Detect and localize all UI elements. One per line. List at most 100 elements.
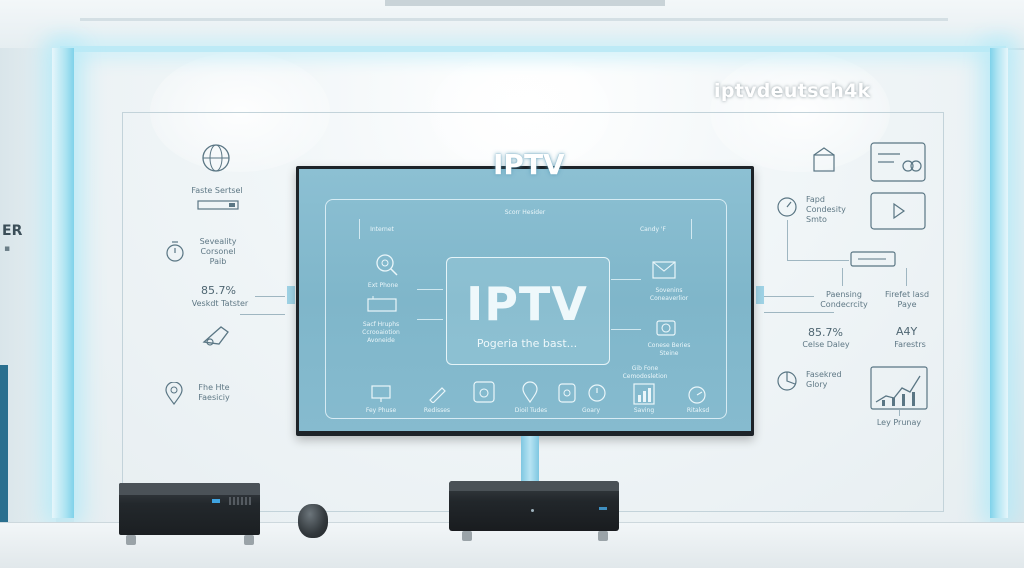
screen-bottom-item-4: Goary xyxy=(581,407,600,414)
connector-line xyxy=(255,296,285,297)
hand-device-icon xyxy=(202,326,229,346)
screen-connector xyxy=(417,289,443,290)
screen-connector xyxy=(691,219,692,239)
wall-label-left-2: Seveality Corsonel Paib xyxy=(199,237,237,266)
wall-stat-left: 85.7% xyxy=(201,284,236,297)
wall-label-right-1: Fapd Condesity Smto xyxy=(806,195,846,224)
monitor-icon xyxy=(371,385,391,402)
speedometer-icon xyxy=(688,386,706,404)
connector-line xyxy=(764,312,834,313)
bar-chart-icon xyxy=(633,383,655,405)
receiver-lid xyxy=(449,481,619,491)
side-panel-text: ER xyxy=(2,223,23,239)
television: Scorr Hesider Internet Candy 'F Ext Phon… xyxy=(296,166,754,436)
screen-left-item-1: Ext Phone xyxy=(367,282,399,289)
receiver-sensor xyxy=(531,509,534,512)
pie-chart-icon xyxy=(777,371,797,391)
device-icon xyxy=(367,296,397,312)
left-side-panel: ER ▪ xyxy=(0,48,56,526)
tv-screen: Scorr Hesider Internet Candy 'F Ext Phon… xyxy=(299,169,751,431)
wall-stat-left-label: Veskdt Tatster xyxy=(191,299,249,308)
ceiling-edge xyxy=(80,18,948,21)
play-screen-icon xyxy=(870,192,926,230)
search-globe-icon xyxy=(376,254,398,276)
connector-line xyxy=(899,410,900,416)
left-stand-edge xyxy=(0,365,8,545)
screen-bottom-item-5: Saving xyxy=(633,407,655,414)
center-receiver-box xyxy=(449,481,619,531)
screen-right-item-3: Gib Fone Cemodosletion xyxy=(622,365,668,380)
screen-connector xyxy=(611,329,641,330)
screen-left-top-label: Internet xyxy=(370,226,394,233)
screen-top-label: Scorr Hesider xyxy=(504,209,546,216)
wall-label-right-6: Ley Prunay xyxy=(876,418,922,427)
screen-bottom-item-6: Ritaksd xyxy=(686,407,710,414)
screen-connector xyxy=(611,279,641,280)
dashboard-panel-icon xyxy=(870,142,926,182)
led-strip-right xyxy=(990,48,1008,518)
wall-stat-right-2: A4Y xyxy=(896,325,918,338)
left-settop-box xyxy=(119,483,260,535)
camera-icon xyxy=(656,320,676,336)
wall-stat-right-2-sub: Farestrs xyxy=(894,340,926,349)
wall-label-right-2: Paensing Condecrcity xyxy=(820,290,868,309)
connector-line xyxy=(906,268,907,286)
media-player-icon xyxy=(473,381,495,403)
tv-title: IPTV xyxy=(493,148,565,181)
screen-left-item-2: Sacf Hruphs Ccrooaiotion Avoneide xyxy=(362,321,400,344)
wall-label-right-4: Celse Daley xyxy=(802,340,850,349)
box-foot xyxy=(598,531,608,541)
wall-label-right-3: Firefet lasd Paye xyxy=(884,290,930,309)
led-strip-left xyxy=(52,48,74,518)
screen-tagline: Pogeria the bast... xyxy=(476,337,578,350)
tv-stand-post xyxy=(521,436,539,484)
watermark: iptvdeutsch4k xyxy=(714,80,871,102)
house-box-icon xyxy=(813,147,835,172)
side-panel-subtext: ▪ xyxy=(4,244,11,254)
screen-connector xyxy=(359,219,360,239)
stopwatch-icon xyxy=(166,241,184,262)
screen-connector xyxy=(417,319,443,320)
screen-iptv-title: IPTV xyxy=(466,277,588,331)
settop-box-lid xyxy=(119,483,260,495)
tv-mount-bracket-right xyxy=(756,286,764,304)
screen-right-item-2: Conese Beries Steine xyxy=(647,342,691,357)
wall-label-left-1: Faste Sertsel xyxy=(191,186,243,195)
screen-bottom-item-2: Redisses xyxy=(423,407,451,414)
connector-line xyxy=(842,268,843,286)
receiver-led xyxy=(599,507,607,510)
screen-right-top-label: Candy 'F xyxy=(639,226,667,233)
connector-line xyxy=(787,220,788,260)
screen-center-box xyxy=(446,257,610,365)
map-pin-icon xyxy=(522,381,538,403)
ceiling-vent xyxy=(385,0,665,6)
router-icon xyxy=(197,200,239,210)
screen-bottom-item-3: Dioil Tudes xyxy=(514,407,548,414)
screen-right-item-1: Sovenins Coneaverlior xyxy=(649,287,689,302)
gauge-icon xyxy=(777,197,797,217)
screen-diagram-frame xyxy=(325,199,727,419)
led-strip-top xyxy=(60,46,1006,52)
tablet-icon xyxy=(558,383,576,403)
line-graph-icon xyxy=(870,366,928,410)
pen-icon xyxy=(429,387,446,403)
ceiling xyxy=(0,0,1024,50)
connector-line xyxy=(787,260,849,261)
screen-bottom-item-1: Fey Phuse xyxy=(365,407,397,414)
wall-stat-right-1: 85.7% xyxy=(808,326,843,339)
connector-line xyxy=(240,314,285,315)
tv-mount-bracket-left xyxy=(287,286,295,304)
globe-icon xyxy=(202,144,230,172)
vent-grill xyxy=(229,497,251,505)
wall-label-left-3: Fhe Hte Faesiciy xyxy=(198,383,230,402)
clock-icon xyxy=(588,384,606,402)
connector-line xyxy=(764,296,814,297)
location-pin-icon xyxy=(165,382,183,406)
settop-box-icon xyxy=(850,251,896,267)
smart-speaker xyxy=(298,504,328,538)
box-foot xyxy=(462,531,472,541)
box-foot xyxy=(126,535,136,545)
box-foot xyxy=(244,535,254,545)
status-led xyxy=(212,499,220,503)
